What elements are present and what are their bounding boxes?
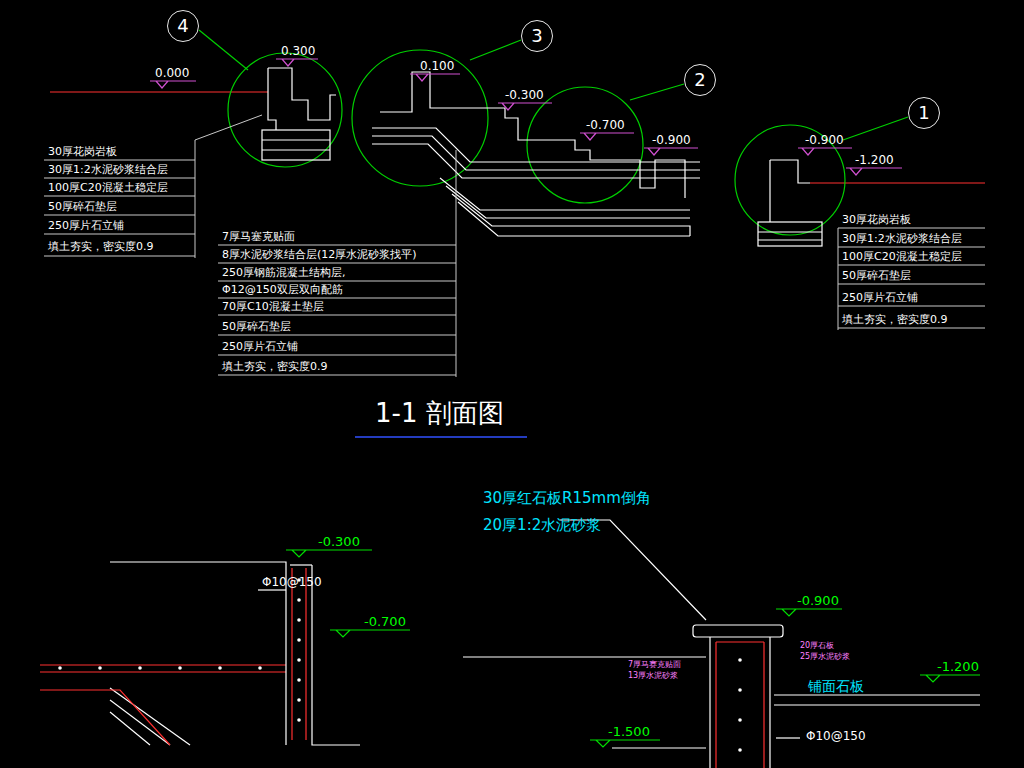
small-note: 20厚石板: [800, 641, 834, 651]
layer-note: 50厚碎石垫层: [48, 200, 117, 213]
callout-circle: 2: [684, 64, 716, 96]
layer-note: 250厚片石立铺: [222, 340, 298, 353]
layer-note: 填土夯实，密实度0.9: [842, 313, 948, 326]
elevation: -0.900: [797, 593, 839, 609]
rebar-spec: Φ10@150: [806, 729, 866, 743]
layer-note: 填土夯实，密实度0.9: [48, 240, 154, 253]
layer-note: 30厚1:2水泥砂浆结合层: [842, 232, 962, 245]
layer-note: 30厚花岗岩板: [842, 213, 911, 226]
layer-note: 70厚C10混凝土垫层: [222, 300, 324, 313]
layer-note: 250厚钢筋混凝土结构层,: [222, 266, 346, 279]
layer-note: 8厚水泥砂浆结合层(12厚水泥砂浆找平): [222, 248, 417, 261]
elevation: -0.300: [505, 88, 544, 102]
callout-circle: 1: [908, 97, 940, 129]
elevation: -0.700: [364, 614, 406, 630]
elevation: -0.300: [318, 534, 360, 550]
callout-circle: 3: [521, 20, 553, 52]
layer-note: 100厚C20混凝土稳定层: [842, 250, 962, 263]
layer-note: 30厚1:2水泥砂浆结合层: [48, 163, 168, 176]
callout-number: 1: [918, 104, 929, 122]
callout-number: 4: [177, 17, 188, 35]
section-title: 1-1 剖面图: [375, 398, 504, 429]
layer-note: 250厚片石立铺: [48, 219, 124, 232]
layer-note: 30厚花岗岩板: [48, 145, 117, 158]
elevation: -0.900: [652, 133, 691, 147]
elevation: 0.000: [155, 66, 189, 80]
layer-note: 7厚马塞克贴面: [222, 230, 295, 243]
small-note: 7厚马赛克贴面: [628, 660, 681, 670]
elevation: 0.300: [281, 44, 315, 58]
material-note: 30厚红石板R15mm倒角: [483, 489, 651, 507]
small-note: 13厚水泥砂浆: [628, 671, 678, 681]
elevation: -0.900: [805, 133, 844, 147]
layer-note: 250厚片石立铺: [842, 291, 918, 304]
material-note: 20厚1:2水泥砂浆: [483, 516, 601, 534]
layer-note: 50厚碎石垫层: [222, 320, 291, 333]
layer-note: Φ12@150双层双向配筋: [222, 283, 343, 296]
layer-note: 填土夯实，密实度0.9: [222, 360, 328, 373]
layer-note: 50厚碎石垫层: [842, 269, 911, 282]
material-note: 铺面石板: [808, 678, 864, 695]
small-note: 25厚水泥砂浆: [800, 652, 850, 662]
layer-note: 100厚C20混凝土稳定层: [48, 181, 168, 194]
callout-number: 2: [694, 71, 705, 89]
elevation: -0.700: [586, 118, 625, 132]
callout-number: 3: [531, 27, 542, 45]
elevation: -1.200: [937, 659, 979, 675]
elevation: -1.200: [855, 153, 894, 167]
callout-circle: 4: [167, 10, 199, 42]
rebar-spec: Φ10@150: [262, 575, 322, 589]
elevation: -1.500: [608, 724, 650, 740]
elevation: 0.100: [420, 59, 454, 73]
